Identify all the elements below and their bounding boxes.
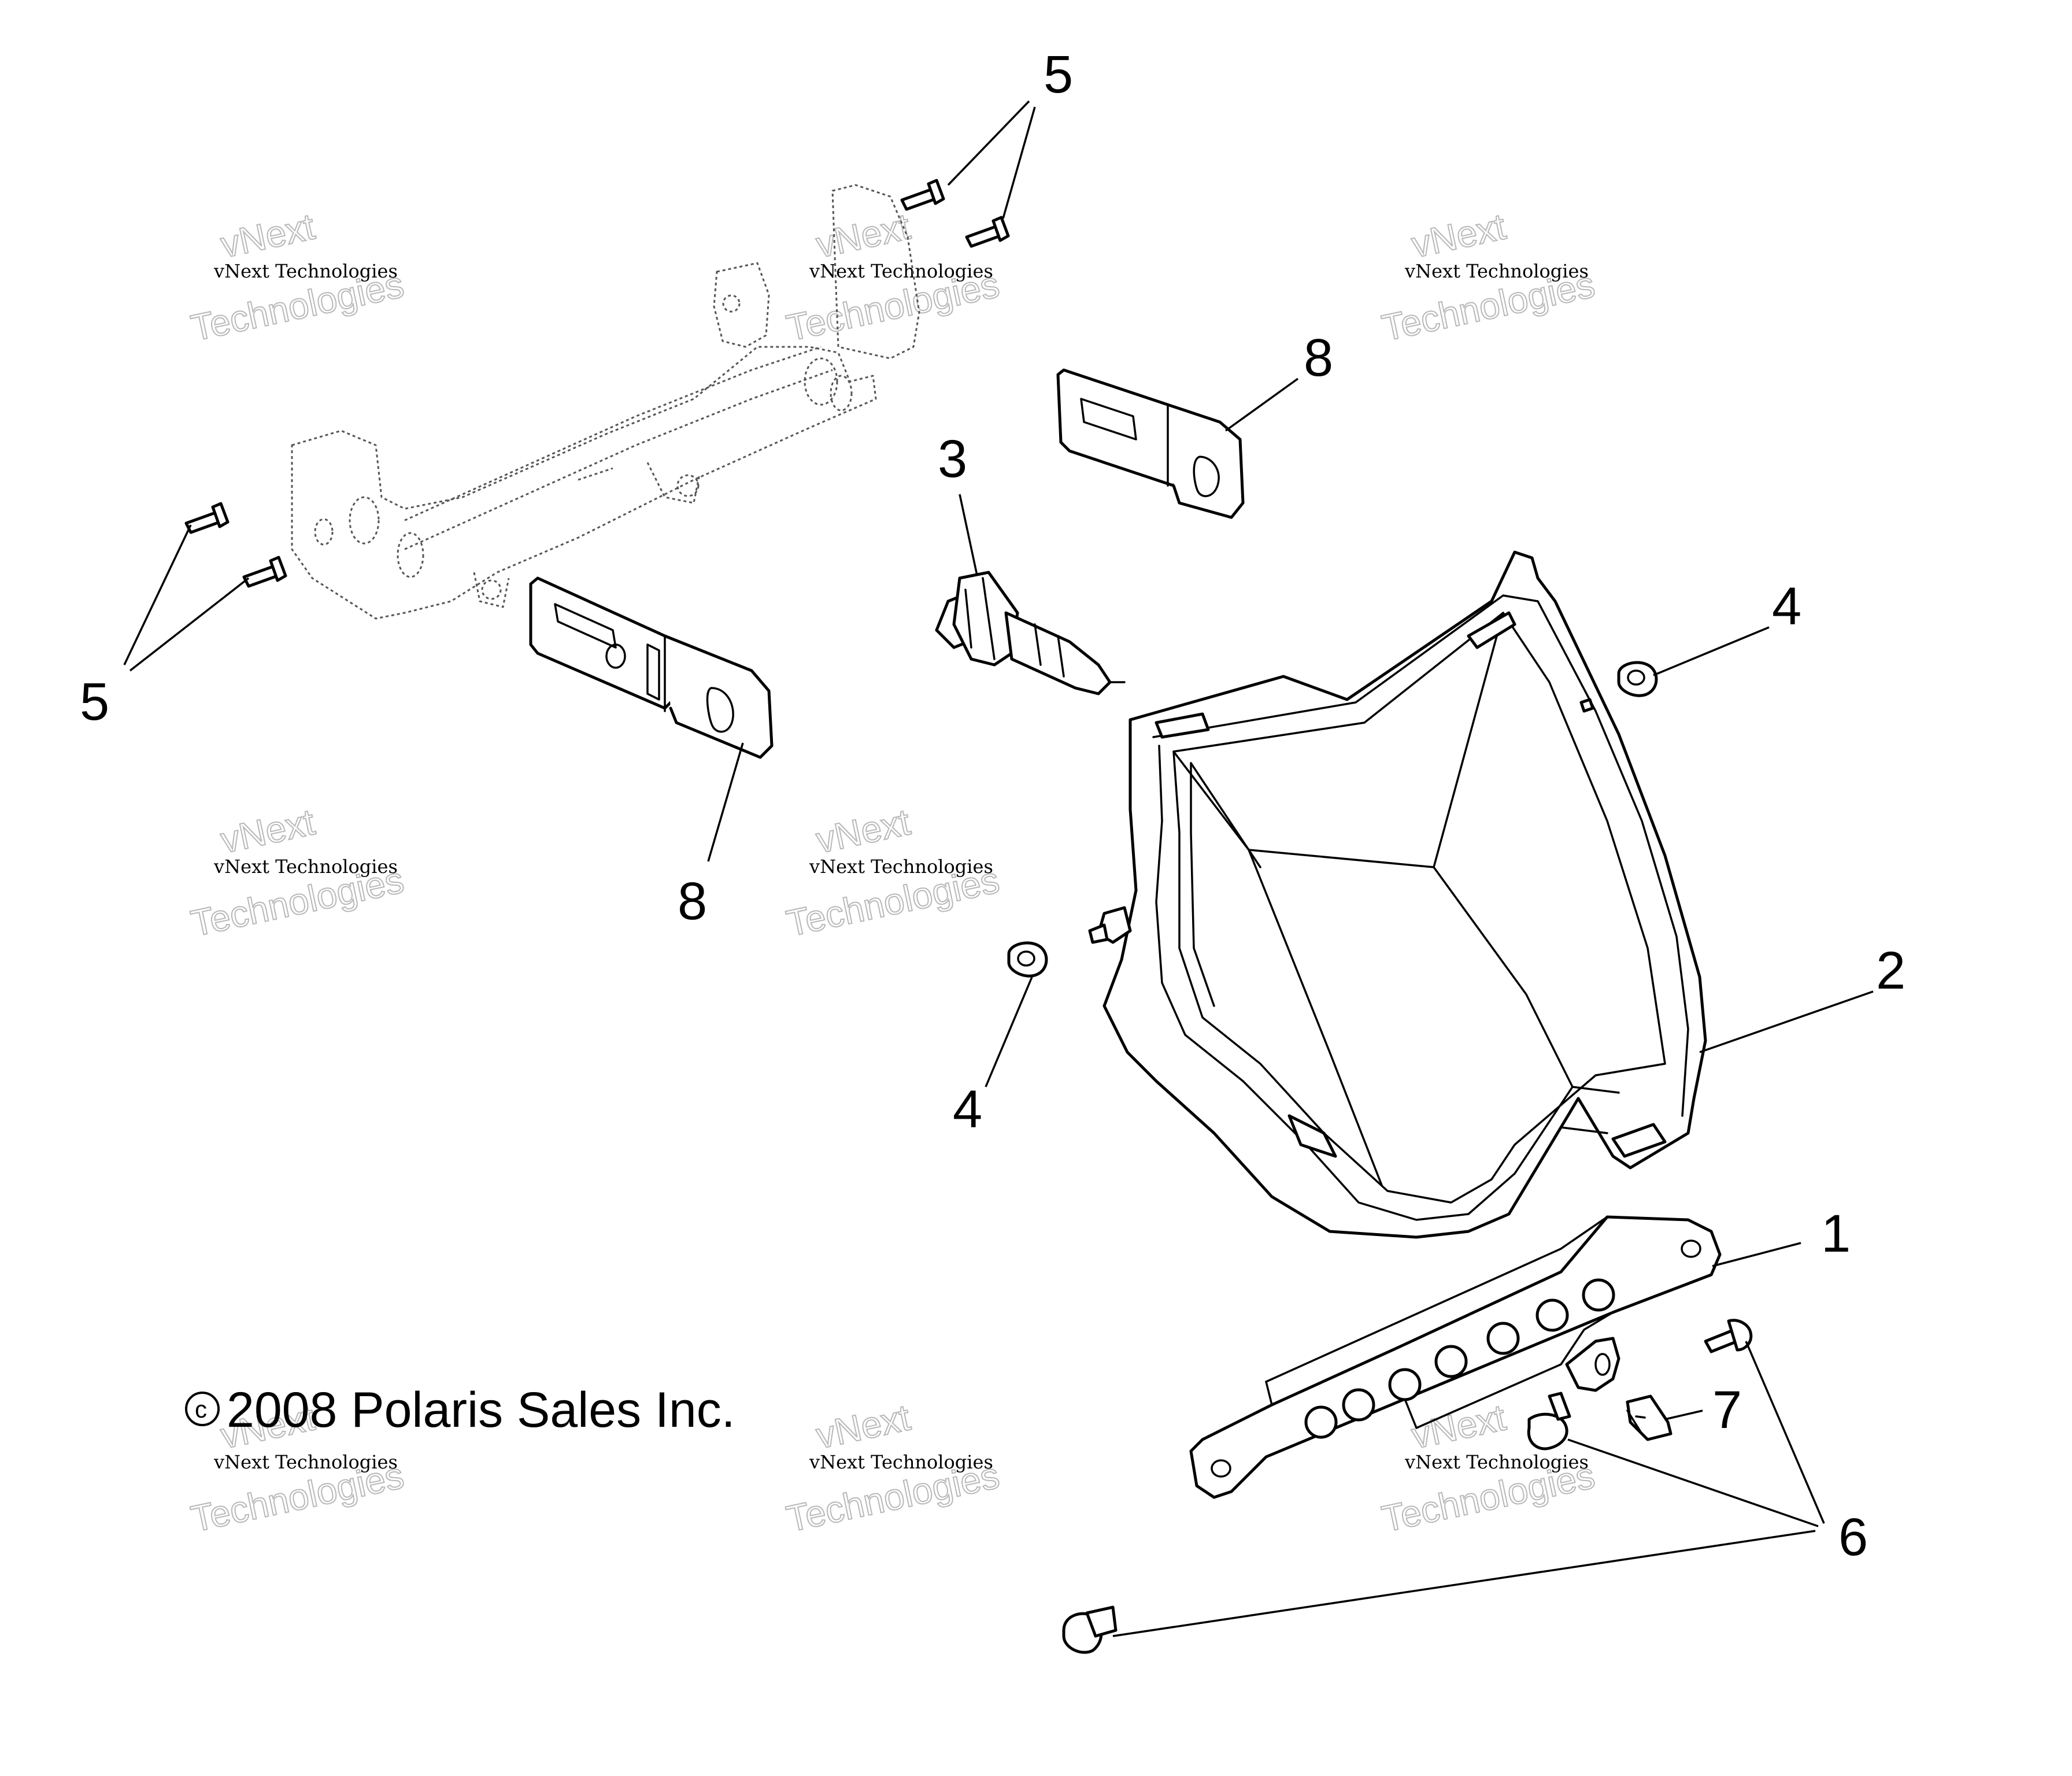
leader-5-top-a <box>947 100 1030 186</box>
leader-5-left-b <box>129 577 250 672</box>
copyright-symbol: c <box>195 1396 207 1423</box>
svg-text:vNext Technologies: vNext Technologies <box>1404 260 1589 282</box>
fastener-part-6-b <box>1527 1392 1571 1451</box>
callout-4-right: 4 <box>1772 577 1801 636</box>
svg-text:vNext Technologies: vNext Technologies <box>809 856 993 878</box>
leader-4-right <box>1653 626 1770 676</box>
svg-text:vNext: vNext <box>812 1396 913 1456</box>
callout-2: 2 <box>1876 941 1906 1000</box>
bracket-part-1 <box>1189 1215 1722 1499</box>
screw-part-5-top-a <box>900 179 945 211</box>
leader-6-c <box>1112 1530 1816 1637</box>
svg-text:vNext: vNext <box>1408 205 1509 265</box>
clip-nut-part-7 <box>1626 1394 1673 1441</box>
leader-lines <box>123 100 1874 1637</box>
screw-part-5-left-a <box>184 502 230 534</box>
leader-5-left-a <box>123 524 192 665</box>
watermark: vNext vNext Technologies Technologies <box>187 800 408 945</box>
grommet-part-4-left <box>1007 941 1048 978</box>
fastener-part-6-a <box>1704 1319 1753 1353</box>
leader-6-b <box>1567 1438 1819 1527</box>
callout-8-left: 8 <box>678 872 707 931</box>
svg-text:vNext Technologies: vNext Technologies <box>1404 1451 1589 1473</box>
copyright-notice: c 2008 Polaris Sales Inc. <box>185 1382 735 1438</box>
phantom-frame-bracket <box>291 184 920 620</box>
bracket-part-8-top <box>1056 368 1245 519</box>
copyright-circle-icon <box>185 1392 220 1426</box>
svg-text:vNext Technologies: vNext Technologies <box>809 1451 993 1473</box>
callout-8-top: 8 <box>1304 328 1333 387</box>
leader-8-top <box>1224 378 1299 432</box>
svg-text:vNext Technologies: vNext Technologies <box>213 856 398 878</box>
copyright-text: 2008 Polaris Sales Inc. <box>227 1382 735 1438</box>
callout-5-top: 5 <box>1044 45 1073 104</box>
watermark: vNext vNext Technologies Technologies <box>782 205 1003 349</box>
screw-part-5-top-b <box>965 216 1010 248</box>
callout-1: 1 <box>1821 1204 1851 1263</box>
svg-text:vNext Technologies: vNext Technologies <box>213 1451 398 1473</box>
svg-text:vNext Technologies: vNext Technologies <box>213 260 398 282</box>
leader-3 <box>959 494 978 576</box>
svg-text:vNext: vNext <box>1408 1396 1509 1456</box>
leader-2 <box>1699 990 1874 1053</box>
watermark: vNext vNext Technologies Technologies <box>782 800 1003 945</box>
callout-7: 7 <box>1712 1381 1742 1440</box>
callout-6: 6 <box>1838 1508 1868 1567</box>
leader-4-left <box>985 976 1033 1087</box>
watermark: vNext vNext Technologies Technologies <box>782 1396 1003 1540</box>
svg-text:vNext: vNext <box>812 205 913 265</box>
callouts: 5 8 3 4 5 8 2 4 1 7 6 <box>80 45 1906 1567</box>
grommet-part-4-right <box>1617 661 1658 697</box>
callout-5-left: 5 <box>80 672 109 731</box>
svg-text:vNext: vNext <box>217 205 318 265</box>
bulb-part-3 <box>935 571 1126 695</box>
watermark: vNext vNext Technologies Technologies <box>187 205 408 349</box>
leader-1 <box>1712 1242 1801 1267</box>
callout-4-left: 4 <box>953 1080 982 1139</box>
headlight-assembly-part-2 <box>1088 550 1707 1239</box>
callout-3: 3 <box>938 430 967 489</box>
fastener-part-6-c <box>1062 1605 1118 1654</box>
leader-6-a <box>1745 1341 1825 1524</box>
svg-text:vNext: vNext <box>217 801 318 861</box>
bracket-part-8-left <box>529 576 774 759</box>
leader-8-left <box>707 742 744 862</box>
leader-7 <box>1664 1409 1703 1420</box>
watermark: vNext vNext Technologies Technologies <box>1378 205 1599 349</box>
screw-part-5-left-b <box>242 556 287 588</box>
leader-5-top-b <box>1002 106 1036 219</box>
svg-text:vNext: vNext <box>812 801 913 861</box>
svg-text:vNext Technologies: vNext Technologies <box>809 260 993 282</box>
